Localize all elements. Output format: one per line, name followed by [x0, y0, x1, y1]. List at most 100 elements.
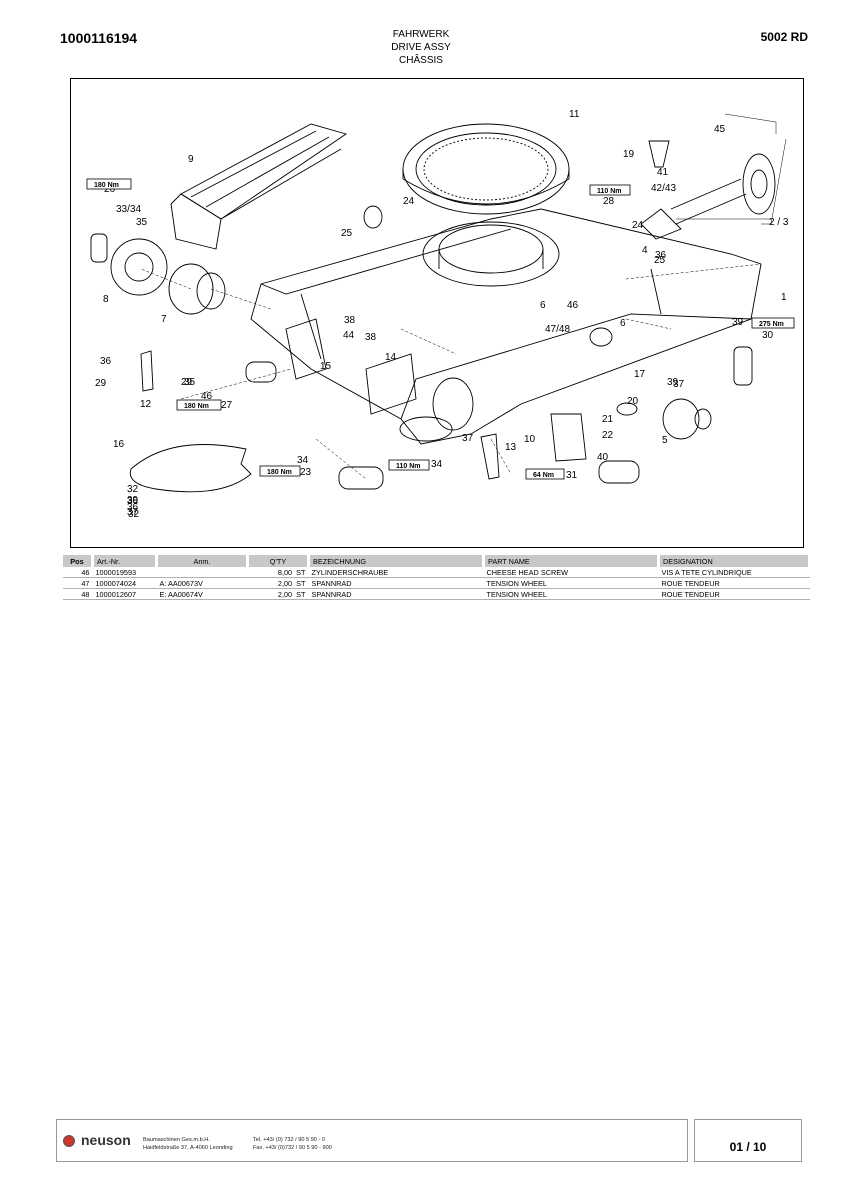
svg-text:37: 37 — [673, 379, 685, 390]
svg-text:45: 45 — [714, 124, 726, 135]
svg-text:35: 35 — [136, 217, 148, 228]
cell-qty: 2,00 ST — [247, 577, 309, 589]
svg-text:20: 20 — [627, 396, 639, 407]
svg-text:180 Nm: 180 Nm — [94, 182, 119, 189]
svg-text:29: 29 — [95, 378, 107, 389]
header-anm: Anm. — [156, 555, 249, 567]
table-header-row: Pos Art.-Nr. Anm. Q'TY BEZEICHNUNG PART … — [63, 555, 811, 567]
cell-part-name: TENSION WHEEL — [483, 577, 659, 589]
svg-text:19: 19 — [623, 149, 635, 160]
svg-text:46: 46 — [201, 391, 213, 402]
torque-label: 180 Nm — [259, 465, 301, 477]
title-german: FAHRWERK — [392, 29, 450, 40]
cell-qty: 2,00 ST — [247, 588, 309, 600]
svg-text:38: 38 — [365, 332, 377, 343]
qty-unit: ST — [296, 589, 306, 599]
svg-text:1: 1 — [781, 292, 787, 303]
page-title: FAHRWERK DRIVE ASSY CHÂSSIS — [0, 28, 842, 67]
svg-text:32: 32 — [127, 484, 139, 495]
svg-text:22: 22 — [602, 430, 614, 441]
neuson-logo-icon — [63, 1135, 75, 1147]
svg-text:23: 23 — [300, 467, 312, 478]
qty-value: 8,00 — [277, 567, 293, 577]
svg-text:44: 44 — [343, 330, 355, 341]
torque-label: 110 Nm — [589, 184, 631, 196]
cell-art-nr: 1000074024 — [92, 577, 157, 589]
header-bezeichnung: BEZEICHNUNG — [308, 555, 485, 567]
svg-text:29: 29 — [181, 377, 193, 388]
cell-anm: E: AA00674V — [156, 588, 248, 600]
brand-name: neuson — [81, 1132, 131, 1148]
qty-value: 2,00 — [277, 578, 293, 588]
svg-text:10: 10 — [524, 434, 536, 445]
svg-text:15: 15 — [320, 361, 332, 372]
header-designation: DESIGNATION — [658, 555, 811, 567]
svg-text:7: 7 — [161, 314, 167, 325]
svg-text:24: 24 — [632, 220, 644, 231]
torque-labels: 180 Nm 110 Nm 275 Nm 180 Nm 180 Nm 110 N… — [86, 178, 795, 480]
qty-unit: ST — [296, 567, 306, 577]
svg-text:36: 36 — [655, 250, 667, 261]
cell-bezeichnung: ZYLINDERSCHRAUBE — [308, 567, 484, 578]
svg-text:8: 8 — [103, 294, 109, 305]
svg-text:6: 6 — [620, 318, 626, 329]
cell-designation: ROUE TENDEUR — [658, 577, 810, 589]
parts-table: Pos Art.-Nr. Anm. Q'TY BEZEICHNUNG PART … — [63, 555, 811, 600]
svg-text:38: 38 — [344, 315, 356, 326]
svg-text:42/43: 42/43 — [651, 183, 676, 194]
svg-text:9: 9 — [188, 154, 194, 165]
svg-text:14: 14 — [385, 352, 397, 363]
svg-text:34: 34 — [297, 455, 309, 466]
svg-text:35: 35 — [184, 377, 196, 388]
cell-designation: ROUE TENDEUR — [658, 588, 810, 600]
svg-text:6: 6 — [540, 300, 546, 311]
svg-text:47/48: 47/48 — [545, 324, 570, 335]
cell-art-nr: 1000012607 — [92, 588, 157, 600]
cell-designation: VIS A TETE CYLINDRIQUE — [658, 567, 810, 578]
model-name: 5002 RD — [760, 30, 808, 44]
cell-part-name: TENSION WHEEL — [483, 588, 659, 600]
cell-pos: 48 — [63, 588, 93, 600]
cell-bezeichnung: SPANNRAD — [308, 577, 484, 589]
company-contact: Tel. +43/ (0) 732 / 90 5 90 - 0 Fax. +43… — [253, 1136, 332, 1152]
cell-anm — [156, 567, 248, 578]
cell-part-name: CHEESE HEAD SCREW — [483, 567, 659, 578]
company-name: Baumaschinen Ges.m.b.H. — [143, 1137, 210, 1143]
table-row: 46 1000019593 8,00 ST ZYLINDERSCHRAUBE C… — [63, 567, 810, 578]
svg-text:39: 39 — [732, 317, 744, 328]
svg-text:26: 26 — [104, 184, 116, 195]
document-number: 1000116194 — [60, 30, 138, 46]
torque-label: 64 Nm — [525, 468, 565, 480]
svg-text:37: 37 — [462, 433, 474, 444]
svg-text:39: 39 — [127, 495, 139, 506]
svg-text:28: 28 — [603, 196, 615, 207]
table-row: 48 1000012607 E: AA00674V 2,00 ST SPANNR… — [63, 588, 810, 600]
svg-text:11: 11 — [569, 109, 580, 120]
exploded-parts-diagram: 1 2 / 3 4 5 6 7 8 9 10 11 12 13 14 15 16… — [70, 78, 804, 548]
cell-pos: 46 — [63, 567, 93, 578]
svg-text:41: 41 — [657, 167, 669, 178]
company-fax: Fax. +43/ (0)732 / 90 5 90 - 900 — [253, 1145, 332, 1151]
callout-labels: 1 2 / 3 4 5 6 7 8 9 10 11 12 13 14 15 16… — [95, 109, 789, 520]
svg-text:25: 25 — [341, 228, 353, 239]
svg-text:12: 12 — [140, 399, 152, 410]
header-pos: Pos — [63, 555, 94, 567]
torque-label: 110 Nm — [388, 459, 430, 471]
svg-text:32: 32 — [128, 509, 140, 520]
title-french: CHÂSSIS — [399, 55, 443, 66]
table-row: 47 1000074024 A: AA00673V 2,00 ST SPANNR… — [63, 577, 810, 589]
svg-text:5: 5 — [662, 435, 668, 446]
svg-text:180 Nm: 180 Nm — [267, 469, 292, 476]
cell-pos: 47 — [63, 577, 93, 589]
svg-text:33/34: 33/34 — [116, 204, 141, 215]
torque-label: 180 Nm — [86, 178, 132, 190]
title-english: DRIVE ASSY — [391, 42, 451, 53]
diagram-drawing: 1 2 / 3 4 5 6 7 8 9 10 11 12 13 14 15 16… — [86, 109, 795, 520]
header-art-nr: Art.-Nr. — [92, 555, 158, 567]
svg-text:30: 30 — [762, 330, 774, 341]
svg-text:16: 16 — [113, 439, 125, 450]
svg-text:17: 17 — [634, 369, 646, 380]
company-address: Baumaschinen Ges.m.b.H. Haidfeldstraße 3… — [143, 1136, 233, 1152]
company-phone: Tel. +43/ (0) 732 / 90 5 90 - 0 — [253, 1137, 325, 1143]
svg-text:40: 40 — [597, 452, 609, 463]
